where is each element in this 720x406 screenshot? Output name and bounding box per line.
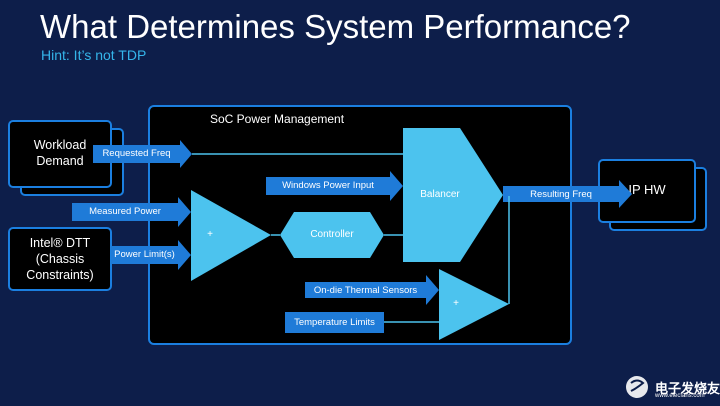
balancer-label: Balancer: [420, 189, 460, 200]
resulting-freq-arrow: [503, 180, 632, 208]
thermal-sensors-label: On-die Thermal Sensors: [313, 285, 418, 296]
measured-power-label: Measured Power: [89, 206, 161, 217]
windows-power-input-arrow: [266, 171, 403, 201]
slide-subtitle: Hint: It’s not TDP: [41, 47, 147, 63]
ip-hw-label: IP HW: [628, 182, 666, 197]
temperature-limits-label: Temperature Limits: [294, 317, 375, 328]
controller-label: Controller: [310, 229, 354, 240]
resulting-freq-label: Resulting Freq: [530, 189, 592, 200]
controller-block: [280, 212, 384, 258]
power-limits-label: Power Limit(s): [114, 249, 175, 260]
balancer-block: [403, 128, 503, 262]
power-limits-arrow: [111, 240, 191, 270]
adder-left-block: [191, 190, 271, 281]
windows-power-input-label: Windows Power Input: [282, 180, 374, 191]
requested-freq-arrow: [93, 140, 192, 168]
requested-freq-label: Requested Freq: [102, 148, 171, 159]
slide-title: What Determines System Performance?: [40, 8, 631, 45]
temperature-limits-box: [285, 312, 384, 333]
measured-power-arrow: [72, 197, 191, 227]
adder-right-block: [439, 269, 509, 340]
adder-right-label: +: [453, 298, 459, 309]
thermal-sensors-arrow: [305, 275, 439, 305]
adder-left-label: +: [207, 229, 213, 240]
soc-power-management-label: SoC Power Management: [210, 112, 345, 126]
watermark-url: www.elecfans.com: [655, 393, 705, 399]
watermark-text: 电子发烧友: [655, 381, 720, 396]
